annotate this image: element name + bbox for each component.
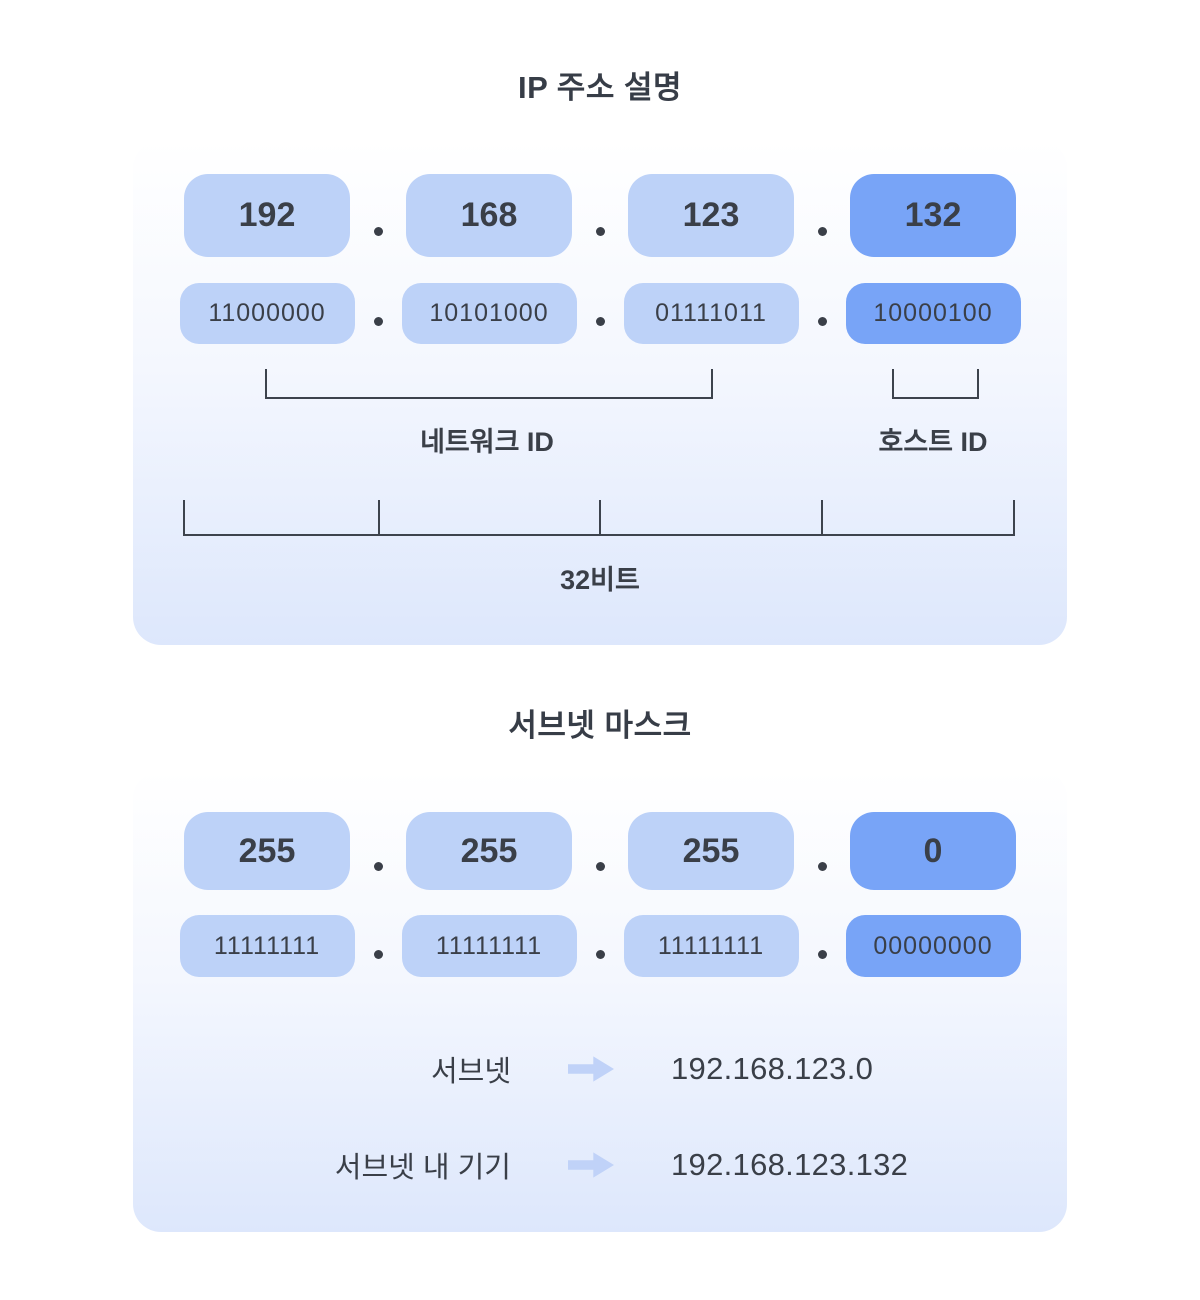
right-arrow-icon bbox=[568, 1056, 614, 1082]
dot-separator bbox=[799, 915, 846, 977]
right-arrow-icon bbox=[568, 1152, 614, 1178]
subnet-result-row: 서브넷 192.168.123.0 bbox=[133, 1048, 1067, 1088]
dot-separator bbox=[799, 283, 846, 344]
host-id-label: 호스트 ID bbox=[878, 427, 988, 457]
dot-icon bbox=[373, 862, 383, 871]
mask-octet-decimal-4-highlight: 0 bbox=[850, 812, 1016, 890]
ip-octet-decimal-4-highlight: 132 bbox=[850, 174, 1016, 257]
mask-octet-binary-2: 11111111 bbox=[401, 915, 577, 977]
host-id-bracket bbox=[892, 369, 979, 399]
ip-octet-decimal-3: 123 bbox=[628, 174, 794, 257]
dot-separator bbox=[794, 812, 850, 890]
ip-binary-row: 11000000 10101000 01111011 10000100 bbox=[133, 283, 1067, 344]
ip-octet-binary-4-highlight: 10000100 bbox=[845, 283, 1021, 344]
device-result-row: 서브넷 내 기기 192.168.123.132 bbox=[133, 1144, 1067, 1184]
mask-octet-binary-4-highlight: 00000000 bbox=[845, 915, 1021, 977]
dot-icon bbox=[373, 950, 383, 959]
subnet-label: 서브넷 bbox=[430, 1056, 511, 1088]
dot-icon bbox=[595, 950, 605, 959]
ruler-tick bbox=[599, 500, 601, 534]
mask-octet-decimal-1: 255 bbox=[184, 812, 350, 890]
device-value: 192.168.123.132 bbox=[671, 1147, 909, 1182]
ruler-tick bbox=[377, 500, 380, 534]
mask-binary-row: 11111111 11111111 11111111 00000000 bbox=[133, 915, 1067, 977]
dot-icon bbox=[817, 227, 827, 236]
dot-icon bbox=[817, 950, 827, 959]
dot-separator bbox=[350, 812, 406, 890]
ip-octet-decimal-1: 192 bbox=[184, 174, 350, 257]
dot-separator bbox=[355, 283, 402, 344]
arrow-cell bbox=[511, 1150, 671, 1180]
ruler-tick bbox=[183, 500, 185, 534]
ip-octet-binary-1: 11000000 bbox=[179, 283, 355, 344]
subnet-section-title: 서브넷 마스크 bbox=[508, 708, 692, 743]
dot-separator bbox=[794, 174, 850, 257]
device-label: 서브넷 내 기기 bbox=[334, 1152, 511, 1184]
dot-icon bbox=[595, 862, 605, 871]
network-id-label: 네트워크 ID bbox=[420, 427, 554, 457]
dot-icon bbox=[817, 862, 827, 871]
dot-separator bbox=[572, 812, 628, 890]
dot-icon bbox=[817, 317, 827, 326]
network-id-bracket bbox=[265, 369, 713, 399]
mask-octet-decimal-3: 255 bbox=[628, 812, 794, 890]
ip-section-title: IP 주소 설명 bbox=[517, 70, 683, 105]
dot-icon bbox=[595, 227, 605, 236]
dot-icon bbox=[595, 317, 605, 326]
subnet-value: 192.168.123.0 bbox=[671, 1051, 874, 1086]
dot-icon bbox=[373, 227, 383, 236]
dot-separator bbox=[577, 283, 624, 344]
ip-decimal-row: 192 168 123 132 bbox=[133, 174, 1067, 257]
dot-icon bbox=[373, 317, 383, 326]
mask-decimal-row: 255 255 255 0 bbox=[133, 812, 1067, 890]
dot-separator bbox=[350, 174, 406, 257]
subnet-mask-card: 255 255 255 0 11111111 11111111 11111111… bbox=[133, 770, 1067, 1232]
ruler-tick bbox=[1013, 500, 1015, 534]
dot-separator bbox=[355, 915, 402, 977]
32bit-ruler bbox=[183, 500, 1015, 536]
ip-octet-binary-2: 10101000 bbox=[401, 283, 577, 344]
ip-octet-decimal-2: 168 bbox=[406, 174, 572, 257]
ruler-tick bbox=[821, 500, 824, 534]
mask-octet-decimal-2: 255 bbox=[406, 812, 572, 890]
mask-octet-binary-1: 11111111 bbox=[179, 915, 355, 977]
dot-separator bbox=[572, 174, 628, 257]
dot-separator bbox=[577, 915, 624, 977]
bits-label: 32비트 bbox=[560, 565, 640, 595]
ip-octet-binary-3: 01111011 bbox=[623, 283, 799, 344]
ip-address-card: 192 168 123 132 11000000 10101000 011110… bbox=[133, 140, 1067, 645]
arrow-cell bbox=[511, 1054, 671, 1084]
mask-octet-binary-3: 11111111 bbox=[623, 915, 799, 977]
